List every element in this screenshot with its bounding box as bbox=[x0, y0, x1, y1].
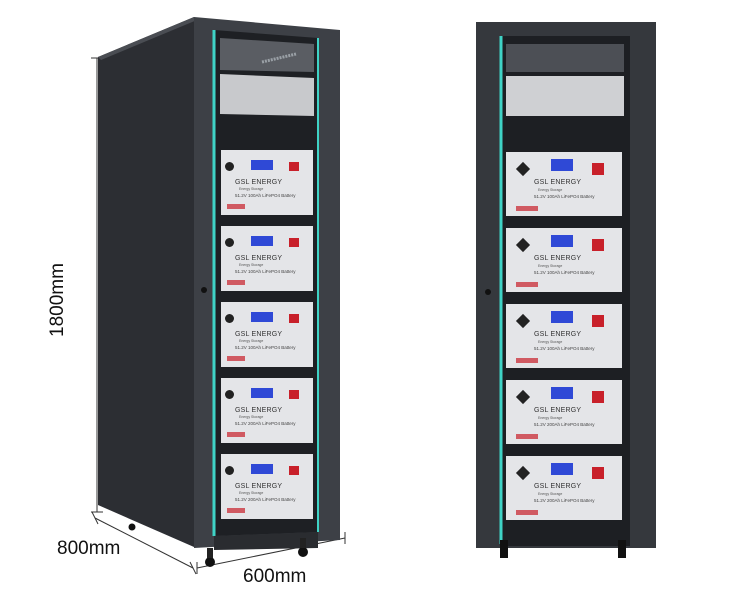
module-brand: GSL ENERGY bbox=[534, 331, 582, 338]
lcd-display bbox=[251, 312, 273, 322]
lcd-display bbox=[551, 387, 573, 399]
module-spec: 51.2V 100Ah LiFePO4 Battery bbox=[534, 270, 595, 275]
port-strip bbox=[516, 282, 538, 287]
module-subtitle: Energy Storage bbox=[538, 416, 563, 420]
module-spec: 51.2V 100Ah LiFePO4 Battery bbox=[534, 194, 595, 199]
module-brand: GSL ENERGY bbox=[235, 407, 283, 414]
lcd-display bbox=[551, 235, 573, 247]
module-subtitle: Energy Storage bbox=[538, 188, 563, 192]
positive-terminal-icon bbox=[289, 390, 299, 399]
port-strip bbox=[227, 280, 245, 285]
positive-terminal-icon bbox=[592, 391, 604, 403]
negative-terminal-icon bbox=[515, 237, 531, 253]
port-strip bbox=[516, 510, 538, 515]
module-subtitle: Energy Storage bbox=[239, 263, 264, 267]
battery-module: GSL ENERGY Energy Storage 51.2V 200Ah Li… bbox=[506, 456, 622, 520]
port-strip bbox=[516, 434, 538, 439]
module-brand: GSL ENERGY bbox=[534, 255, 582, 262]
battery-module: GSL ENERGY Energy Storage 51.2V 200Ah Li… bbox=[221, 378, 313, 443]
module-spec: 51.2V 100Ah LiFePO4 Battery bbox=[235, 193, 296, 198]
battery-module: GSL ENERGY Energy Storage 51.2V 100Ah Li… bbox=[506, 228, 622, 292]
port-strip bbox=[516, 206, 538, 211]
lcd-display bbox=[251, 160, 273, 170]
lcd-display bbox=[251, 236, 273, 246]
positive-terminal-icon bbox=[289, 238, 299, 247]
positive-terminal-icon bbox=[592, 315, 604, 327]
battery-module: GSL ENERGY Energy Storage 51.2V 100Ah Li… bbox=[221, 226, 313, 291]
negative-terminal-icon bbox=[225, 390, 234, 399]
negative-terminal-icon bbox=[515, 313, 531, 329]
module-subtitle: Energy Storage bbox=[239, 339, 264, 343]
port-strip bbox=[516, 358, 538, 363]
negative-terminal-icon bbox=[515, 161, 531, 177]
port-strip bbox=[227, 204, 245, 209]
negative-terminal-icon bbox=[515, 389, 531, 405]
port-strip bbox=[227, 356, 245, 361]
port-strip bbox=[227, 432, 245, 437]
positive-terminal-icon bbox=[289, 162, 299, 171]
module-spec: 51.2V 200Ah LiFePO4 Battery bbox=[534, 422, 595, 427]
positive-terminal-icon bbox=[592, 163, 604, 175]
battery-module: GSL ENERGY Energy Storage 51.2V 200Ah Li… bbox=[221, 454, 313, 519]
positive-terminal-icon bbox=[592, 239, 604, 251]
module-subtitle: Energy Storage bbox=[538, 492, 563, 496]
negative-terminal-icon bbox=[225, 466, 234, 475]
battery-module: GSL ENERGY Energy Storage 51.2V 200Ah Li… bbox=[506, 380, 622, 444]
battery-module: GSL ENERGY Energy Storage 51.2V 100Ah Li… bbox=[221, 150, 313, 215]
negative-terminal-icon bbox=[225, 238, 234, 247]
module-subtitle: Energy Storage bbox=[538, 264, 563, 268]
module-spec: 51.2V 100Ah LiFePO4 Battery bbox=[235, 269, 296, 274]
lcd-display bbox=[551, 159, 573, 171]
lcd-display bbox=[551, 311, 573, 323]
lcd-display bbox=[251, 464, 273, 474]
negative-terminal-icon bbox=[225, 314, 234, 323]
positive-terminal-icon bbox=[289, 466, 299, 475]
positive-terminal-icon bbox=[592, 467, 604, 479]
module-brand: GSL ENERGY bbox=[534, 407, 582, 414]
module-spec: 51.2V 200Ah LiFePO4 Battery bbox=[235, 497, 296, 502]
port-strip bbox=[227, 508, 245, 513]
module-brand: GSL ENERGY bbox=[235, 483, 283, 490]
module-brand: GSL ENERGY bbox=[235, 255, 283, 262]
module-brand: GSL ENERGY bbox=[235, 331, 283, 338]
battery-module: GSL ENERGY Energy Storage 51.2V 100Ah Li… bbox=[506, 304, 622, 368]
battery-module: GSL ENERGY Energy Storage 51.2V 100Ah Li… bbox=[221, 302, 313, 367]
module-subtitle: Energy Storage bbox=[239, 491, 264, 495]
module-spec: 51.2V 100Ah LiFePO4 Battery bbox=[235, 345, 296, 350]
positive-terminal-icon bbox=[289, 314, 299, 323]
lcd-display bbox=[551, 463, 573, 475]
module-brand: GSL ENERGY bbox=[534, 179, 582, 186]
module-brand: GSL ENERGY bbox=[534, 483, 582, 490]
negative-terminal-icon bbox=[225, 162, 234, 171]
module-subtitle: Energy Storage bbox=[538, 340, 563, 344]
lcd-display bbox=[251, 388, 273, 398]
module-brand: GSL ENERGY bbox=[235, 179, 283, 186]
module-spec: 51.2V 100Ah LiFePO4 Battery bbox=[534, 346, 595, 351]
battery-module: GSL ENERGY Energy Storage 51.2V 100Ah Li… bbox=[506, 152, 622, 216]
negative-terminal-icon bbox=[515, 465, 531, 481]
module-spec: 51.2V 200Ah LiFePO4 Battery bbox=[235, 421, 296, 426]
width-dimension-label: 600mm bbox=[243, 566, 307, 587]
module-subtitle: Energy Storage bbox=[239, 415, 264, 419]
module-spec: 51.2V 200Ah LiFePO4 Battery bbox=[534, 498, 595, 503]
module-subtitle: Energy Storage bbox=[239, 187, 264, 191]
depth-dimension-label: 800mm bbox=[57, 538, 121, 559]
